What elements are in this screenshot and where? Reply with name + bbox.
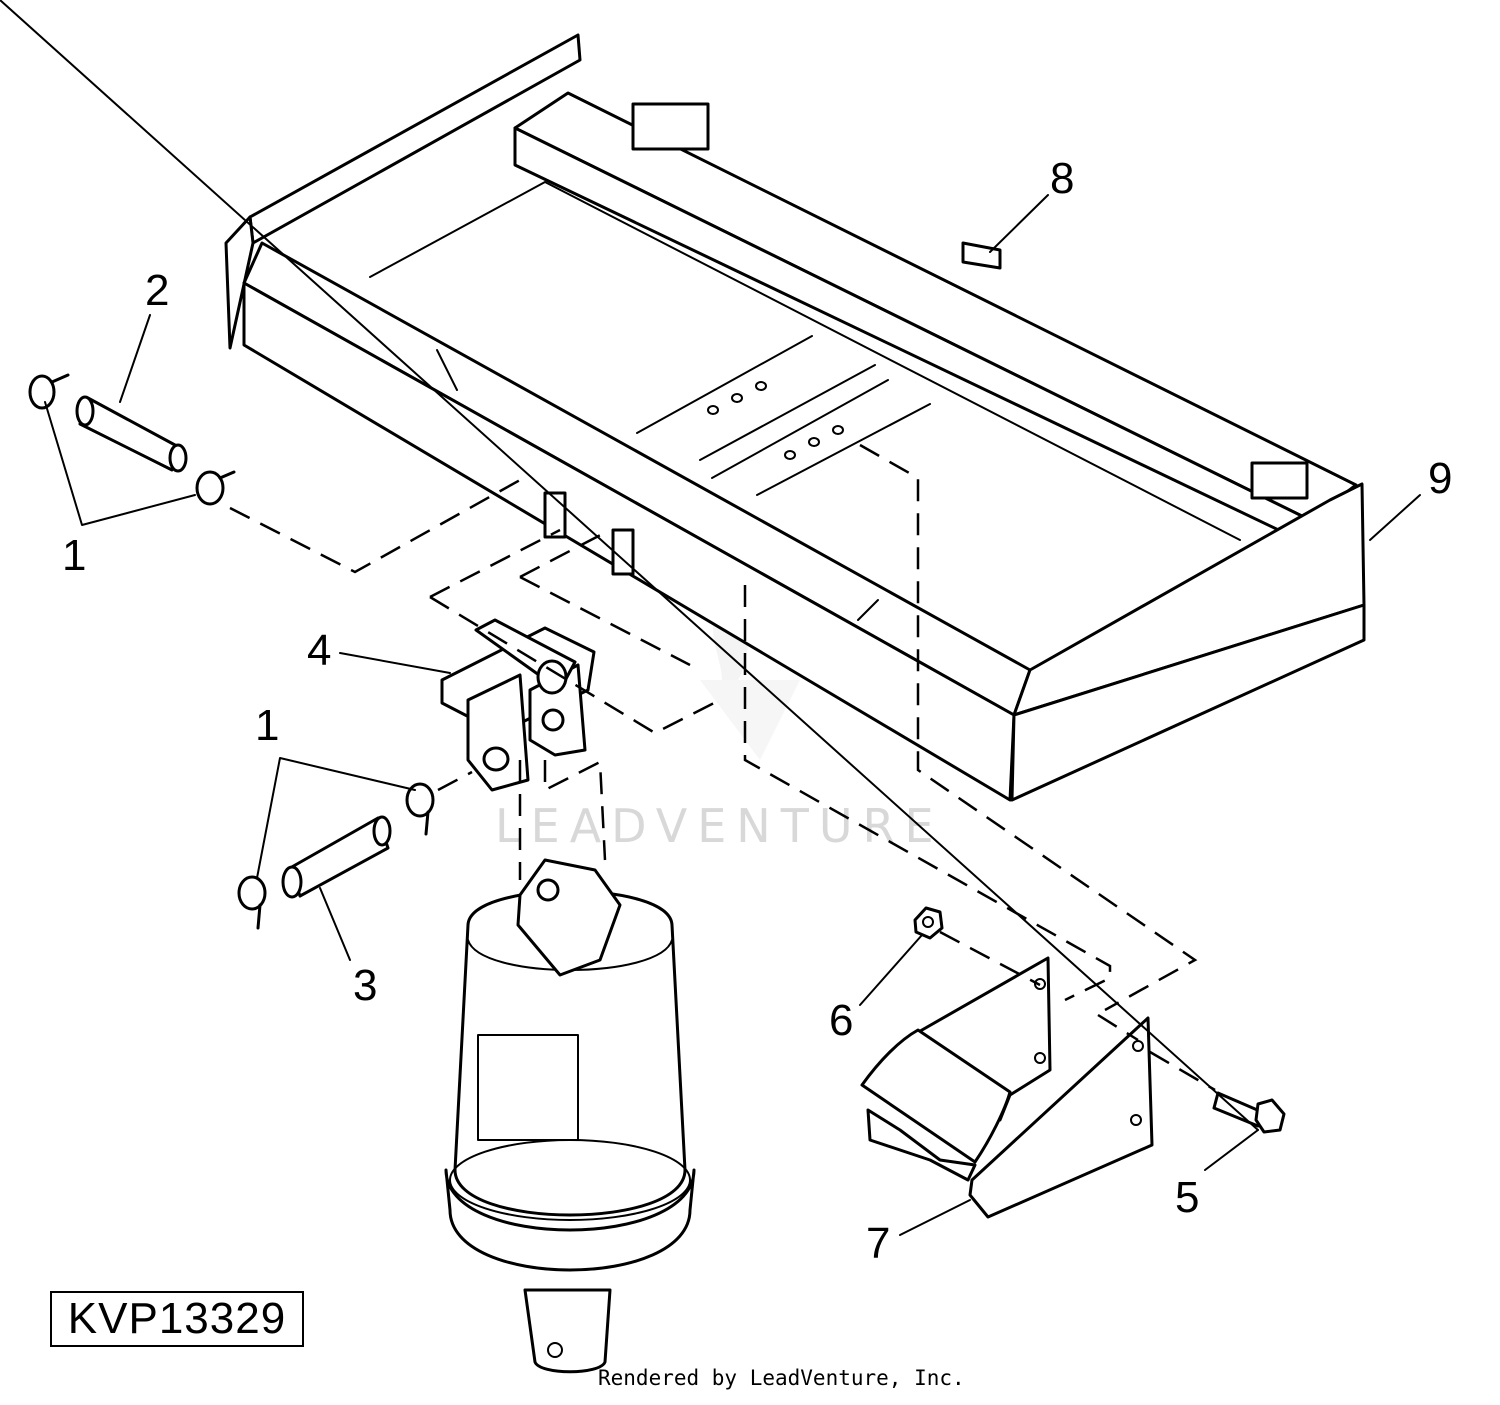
callout-1-mid: 1	[255, 701, 279, 750]
mounting-frame	[224, 33, 1366, 802]
lynch-pin-mid-lower	[237, 875, 267, 930]
lynch-pin-top-right	[195, 470, 236, 506]
callout-1-top: 1	[62, 531, 86, 580]
callout-3: 3	[353, 961, 377, 1010]
mount-holes	[707, 381, 844, 460]
figure-code: KVP13329	[50, 1291, 304, 1347]
callout-7: 7	[866, 1219, 890, 1268]
nut	[913, 906, 944, 940]
lynch-pin-top-left	[28, 373, 70, 410]
callout-labels: 1 2 3 4 1 5 6 7 8 9	[62, 154, 1452, 1268]
auger-drive	[444, 858, 696, 1374]
lynch-pin-mid-upper	[405, 782, 435, 836]
pin-lower	[281, 815, 392, 899]
assembly-lines	[229, 443, 1216, 1092]
leader-lines	[0, 0, 1421, 1236]
decal	[961, 241, 1002, 270]
callout-6: 6	[829, 996, 853, 1045]
callout-5: 5	[1175, 1173, 1199, 1222]
callout-2: 2	[145, 266, 169, 315]
callout-9: 9	[1428, 454, 1452, 503]
watermark-text: LEADVENTURE	[495, 799, 944, 853]
callout-8: 8	[1050, 154, 1074, 203]
pin-top	[75, 395, 188, 473]
hanger-bracket	[440, 618, 596, 792]
callout-4: 4	[307, 626, 331, 675]
hose-guard-bracket	[860, 956, 1154, 1219]
render-credit: Rendered by LeadVenture, Inc.	[598, 1366, 965, 1390]
